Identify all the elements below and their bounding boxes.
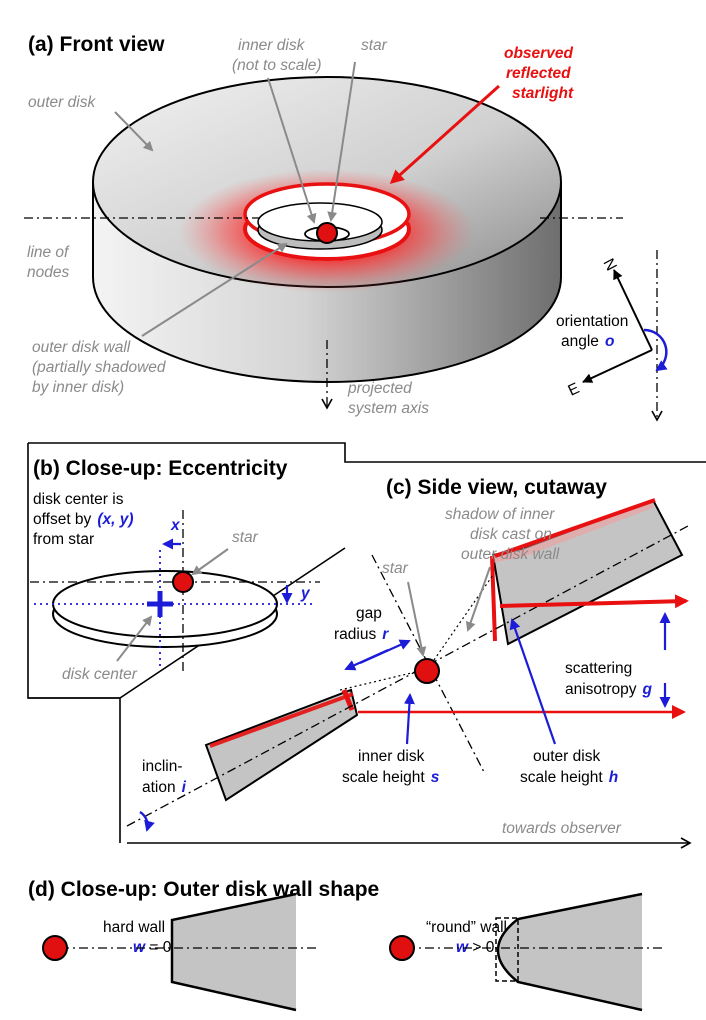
arrow-star-b	[191, 548, 229, 576]
arrow-shadow	[465, 566, 491, 632]
star-icon-a	[316, 222, 338, 244]
round-wall-outline	[496, 892, 643, 1012]
inner-height-arrow	[403, 693, 415, 745]
outer-disk	[92, 76, 562, 383]
label-outer-disk: outer disk	[28, 94, 96, 111]
east-label: E	[566, 380, 583, 400]
panel-frame-top	[28, 442, 706, 463]
y-offset-label: y	[300, 585, 311, 602]
north-arrow	[613, 269, 653, 351]
orientation-arc	[643, 328, 668, 372]
offset-line-1: disk center is	[33, 491, 124, 508]
arrow-outer-disk	[114, 111, 154, 152]
round-wall-guide	[495, 917, 519, 982]
inner-height-label-1: inner disk	[358, 748, 425, 765]
label-star-c: star	[382, 560, 409, 577]
lower-surface-red	[209, 692, 354, 748]
outer-height-arrow	[509, 618, 557, 745]
x-offset-label: x	[170, 517, 181, 534]
arrow-inner-disk	[267, 77, 317, 224]
star-icon-b	[172, 571, 194, 593]
outer-disk-wedge-lower	[204, 688, 359, 802]
star-icon-d1	[42, 935, 68, 961]
inclination-label-1: inclin-	[142, 758, 182, 775]
panel-d-title: (d) Close-up: Outer disk wall shape	[28, 878, 379, 901]
round-wall-eq: w > 0	[456, 939, 495, 956]
round-wall-label: “round” wall	[426, 919, 507, 936]
reflected-ray-upper	[499, 594, 689, 609]
inner-shadow-line-upper	[433, 574, 494, 661]
panel-b: (b) Close-up: Eccentricity disk center i…	[30, 457, 320, 683]
label-star-a: star	[361, 37, 388, 54]
label-disk-center: disk center	[62, 666, 138, 683]
north-label: N	[599, 256, 619, 274]
inner-shadow-line-lower	[339, 668, 429, 691]
upper-wall-red	[490, 555, 497, 642]
arrow-observed	[389, 84, 501, 185]
east-arrow	[582, 349, 653, 383]
label-star-b: star	[232, 529, 259, 546]
offset-line-2: offset by(x, y)	[33, 511, 134, 528]
star-icon-c	[414, 658, 440, 684]
star-icon-d2	[389, 935, 415, 961]
midplane-line	[126, 525, 689, 827]
panel-d: (d) Close-up: Outer disk wall shape hard…	[28, 878, 664, 1012]
arrow-outer-disk-wall	[141, 242, 288, 337]
hard-wall-wedge	[172, 894, 296, 1010]
label-inner-disk: inner disk(not to scale)	[232, 37, 322, 74]
gap-arrow-b	[359, 639, 411, 665]
outer-height-label-1: outer disk	[533, 748, 600, 765]
gap-label-1: gap	[356, 605, 382, 622]
panel-a: (a) Front view inner disk(not to scale) …	[24, 33, 668, 422]
scattering-label-1: scattering	[565, 660, 632, 677]
arrow-star-a	[327, 61, 356, 222]
hard-wall-outline	[170, 892, 297, 1012]
panel-c: (c) Side view, cutaway towards observer …	[126, 476, 692, 849]
arrow-disk-center	[116, 615, 153, 662]
label-towards-observer: towards observer	[502, 820, 622, 837]
orientation-label-1: orientation	[556, 313, 628, 330]
upper-surface-red	[494, 498, 656, 558]
panel-a-title: (a) Front view	[28, 33, 165, 56]
inclination-arc	[139, 810, 155, 832]
panel-b-title: (b) Close-up: Eccentricity	[33, 457, 288, 480]
panel-c-title: (c) Side view, cutaway	[386, 476, 607, 499]
round-wall-wedge	[498, 894, 642, 1010]
arrow-star-c	[407, 581, 427, 657]
hard-wall-label: hard wall	[103, 919, 165, 936]
offset-line-3: from star	[33, 531, 94, 548]
